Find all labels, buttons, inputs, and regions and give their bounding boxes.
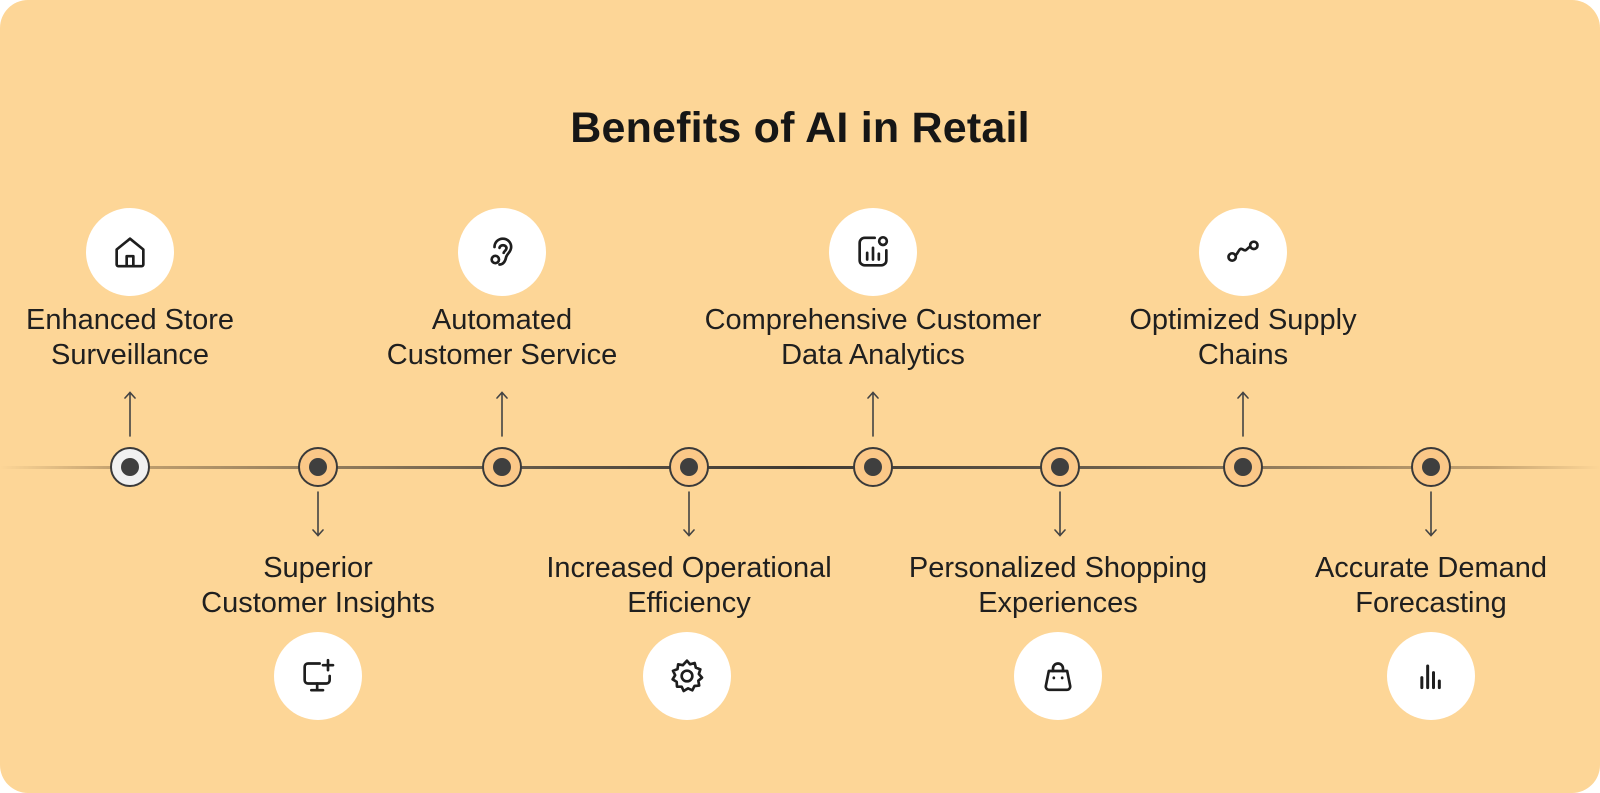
arrow-up-icon: [867, 391, 879, 437]
benefit-label-line2: Customer Service: [386, 339, 618, 371]
diagram-title: Benefits of AI in Retail: [570, 104, 1030, 152]
benefit-label-line1: Personalized Shopping: [908, 552, 1208, 584]
timeline-node: [1411, 447, 1451, 487]
timeline-node: [482, 447, 522, 487]
benefit-label: Superior Customer Insights: [118, 551, 518, 621]
arrow-down-icon: [1054, 491, 1066, 537]
benefit-label-line1: Increased Operational: [546, 552, 832, 584]
benefit-icon-circle: [86, 208, 174, 296]
timeline-node: [298, 447, 338, 487]
benefit-label-line1: Accurate Demand: [1314, 552, 1548, 584]
benefit-label: Enhanced Store Surveillance: [0, 303, 330, 373]
timeline-line: [0, 466, 1600, 469]
monitor-plus-icon: [303, 658, 335, 692]
benefit-label-line1: Automated: [431, 304, 573, 336]
benefit-label-line1: Superior: [263, 552, 373, 584]
timeline-node: [853, 447, 893, 487]
benefit-label: Personalized Shopping Experiences: [858, 551, 1258, 621]
benefit-label: Increased Operational Efficiency: [489, 551, 889, 621]
bar-chart-icon: [1420, 664, 1441, 690]
benefit-label-line2: Experiences: [978, 587, 1138, 619]
arrow-down-icon: [683, 491, 695, 537]
benefit-label: Optimized Supply Chains: [1043, 303, 1443, 373]
arrow-down-icon: [1425, 491, 1437, 537]
gear-icon: [671, 659, 704, 693]
benefit-icon-circle: [1014, 632, 1102, 720]
benefit-label: Comprehensive Customer Data Analytics: [673, 303, 1073, 373]
timeline-node: [669, 447, 709, 487]
ear-icon: [490, 237, 513, 266]
arrow-down-icon: [312, 491, 324, 537]
benefit-label-line2: Chains: [1197, 339, 1289, 371]
benefit-icon-circle: [1387, 632, 1475, 720]
benefit-icon-circle: [458, 208, 546, 296]
benefit-icon-circle: [274, 632, 362, 720]
arrow-up-icon: [1237, 391, 1249, 437]
shopping-bag-icon: [1044, 662, 1072, 692]
timeline-node: [1040, 447, 1080, 487]
benefit-label-line2: Data Analytics: [781, 339, 965, 371]
benefit-label: Accurate Demand Forecasting: [1231, 551, 1600, 621]
benefit-icon-circle: [1199, 208, 1287, 296]
benefit-label-line2: Customer Insights: [201, 587, 435, 619]
benefit-label-line2: Efficiency: [627, 587, 751, 619]
benefit-label: Automated Customer Service: [302, 303, 702, 373]
analytics-icon: [858, 236, 889, 267]
home-icon: [115, 237, 145, 268]
benefit-label-line2: Forecasting: [1355, 587, 1507, 619]
benefit-icon-circle: [829, 208, 917, 296]
route-icon: [1227, 240, 1259, 263]
timeline-node: [1223, 447, 1263, 487]
benefit-label-line1: Enhanced Store: [26, 304, 234, 336]
arrow-up-icon: [124, 391, 136, 437]
benefit-label-line2: Surveillance: [51, 339, 209, 371]
benefit-icon-circle: [643, 632, 731, 720]
arrow-up-icon: [496, 391, 508, 437]
timeline-node: [110, 447, 150, 487]
benefit-label-line1: Comprehensive Customer: [704, 304, 1042, 336]
benefit-label-line1: Optimized Supply: [1129, 304, 1357, 336]
